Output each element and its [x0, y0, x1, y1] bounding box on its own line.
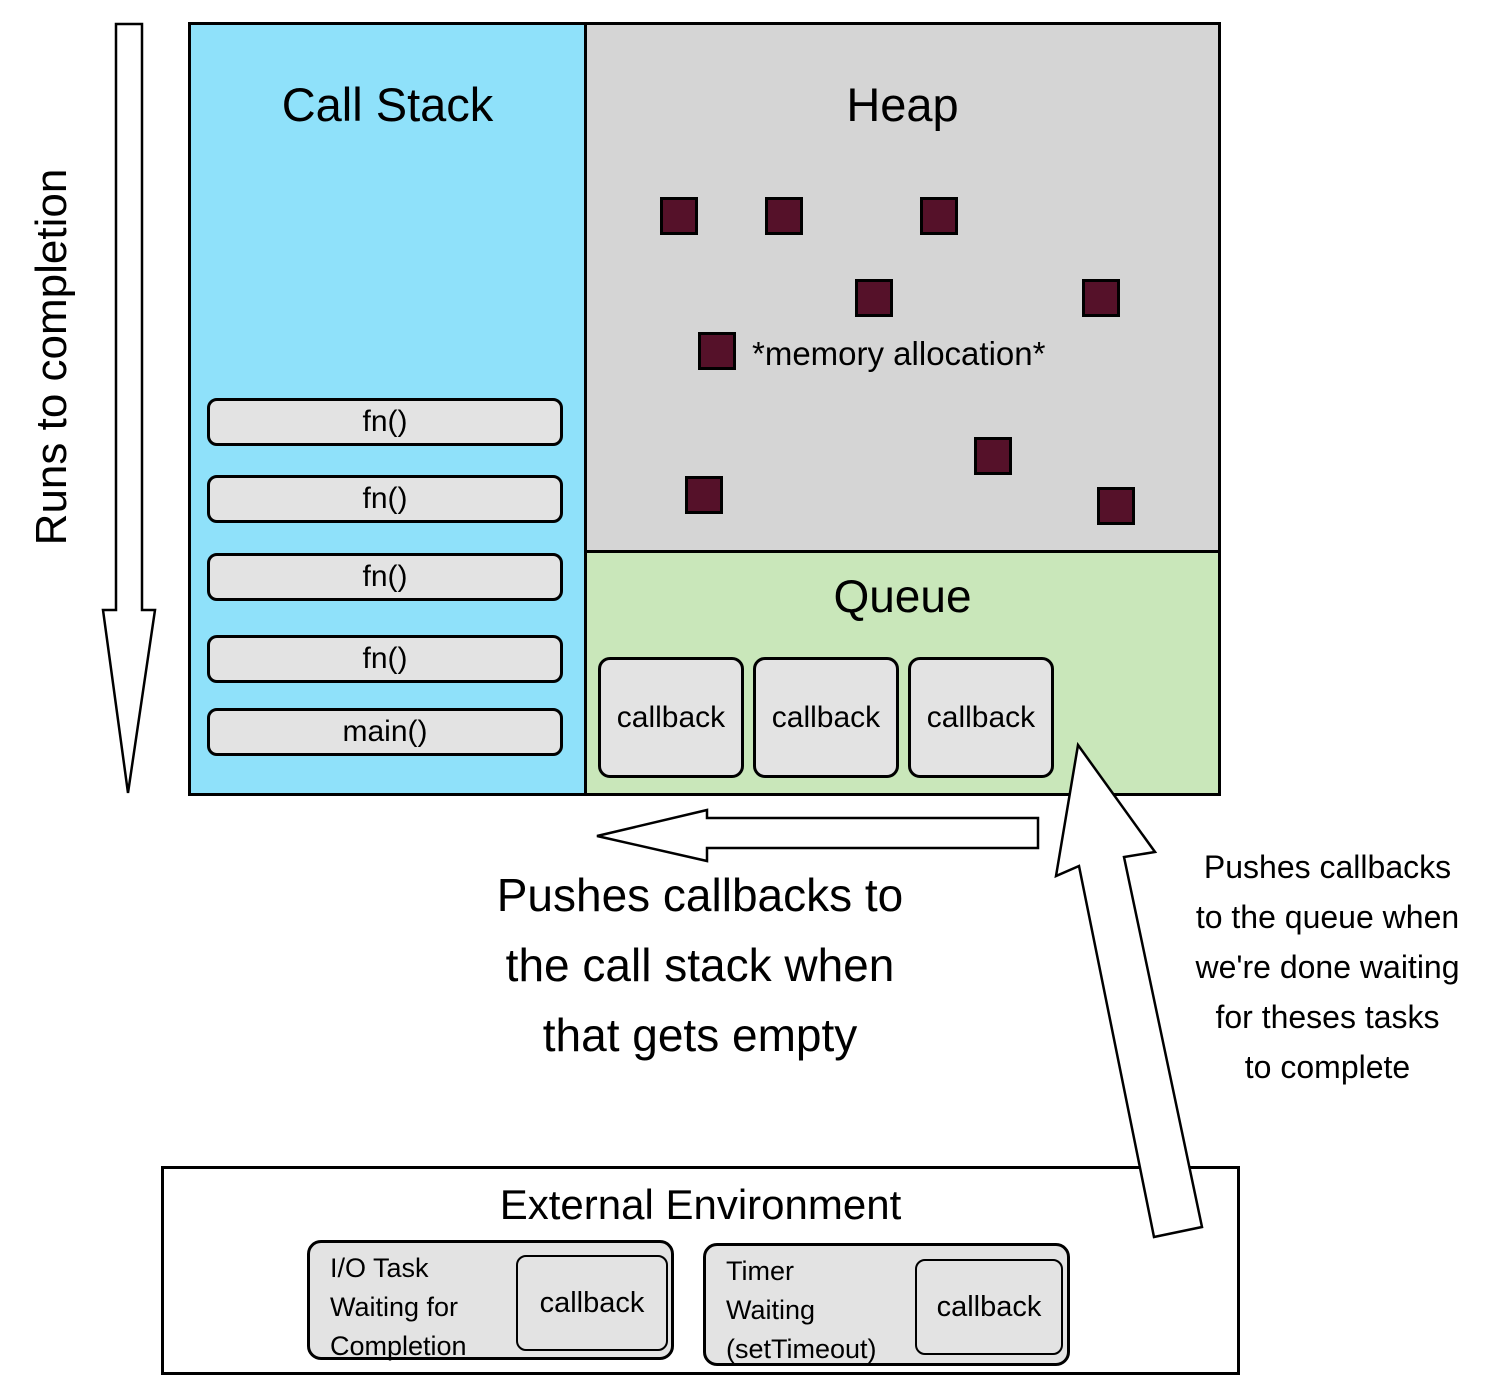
io-callback: callback — [516, 1255, 668, 1351]
task-line: I/O Task — [330, 1253, 429, 1283]
stack-frame: fn() — [207, 475, 563, 523]
task-line: Waiting for — [330, 1292, 459, 1322]
timer-task-card: Timer Waiting (setTimeout) callback — [703, 1243, 1070, 1366]
stack-frame: main() — [207, 708, 563, 756]
note-line: the call stack when — [505, 939, 895, 991]
note-line: to complete — [1244, 1049, 1411, 1085]
push-to-queue-note: Pushes callbacks to the queue when we're… — [1175, 842, 1480, 1092]
queue-callback: callback — [908, 657, 1054, 778]
queue-callback: callback — [598, 657, 744, 778]
queue-title: Queue — [833, 570, 972, 622]
task-line: Timer — [726, 1256, 794, 1286]
heap-square — [765, 197, 803, 235]
heap-panel: Heap — [587, 25, 1218, 553]
call-stack-title: Call Stack — [281, 78, 494, 131]
task-line: Waiting — [726, 1295, 816, 1325]
external-environment-title: External Environment — [499, 1181, 902, 1228]
heap-square — [698, 332, 736, 370]
stack-frame: fn() — [207, 398, 563, 446]
memory-allocation-note: *memory allocation* — [752, 335, 1046, 372]
note-line: Pushes callbacks to — [496, 869, 904, 921]
runs-to-completion-label: Runs to completion — [27, 168, 76, 546]
down-arrow — [101, 22, 157, 794]
timer-task-label: Timer Waiting (setTimeout) — [726, 1252, 877, 1369]
stack-frame: fn() — [207, 553, 563, 601]
note-line: we're done waiting — [1195, 949, 1460, 985]
stack-frame: fn() — [207, 635, 563, 683]
note-line: to the queue when — [1195, 899, 1460, 935]
timer-callback: callback — [915, 1259, 1063, 1355]
note-line: that gets empty — [542, 1009, 858, 1061]
heap-square — [660, 197, 698, 235]
external-environment-box: External Environment — [161, 1166, 1240, 1375]
heap-square — [920, 197, 958, 235]
note-line: Pushes callbacks — [1203, 849, 1452, 885]
io-task-label: I/O Task Waiting for Completion — [330, 1249, 467, 1366]
heap-square — [1097, 487, 1135, 525]
note-line: for theses tasks — [1215, 999, 1440, 1035]
push-to-stack-note: Pushes callbacks to the call stack when … — [420, 860, 980, 1070]
io-task-card: I/O Task Waiting for Completion callback — [307, 1240, 674, 1361]
heap-square — [855, 279, 893, 317]
queue-callback: callback — [753, 657, 899, 778]
heap-square — [974, 437, 1012, 475]
task-line: (setTimeout) — [726, 1334, 877, 1364]
heap-square — [1082, 279, 1120, 317]
task-line: Completion — [330, 1331, 467, 1361]
heap-title: Heap — [846, 78, 959, 131]
left-arrow — [596, 808, 1040, 863]
heap-square — [685, 476, 723, 514]
